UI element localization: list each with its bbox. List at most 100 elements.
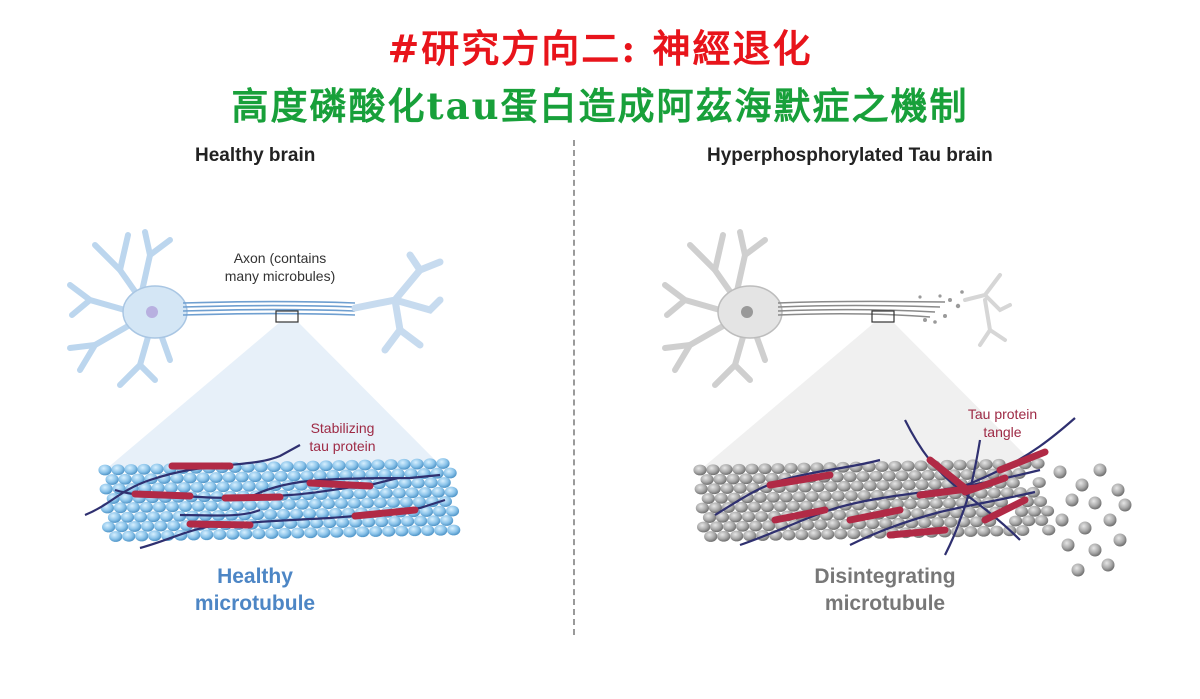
tubulin-bead <box>111 464 124 475</box>
tubulin-bead <box>1028 506 1041 517</box>
tubulin-bead <box>445 487 458 498</box>
tubulin-bead <box>119 474 132 485</box>
tubulin-bead <box>1041 506 1054 517</box>
tubulin-bead <box>393 488 406 499</box>
healthy-neuron <box>70 232 187 385</box>
tubulin-bead <box>153 502 166 513</box>
tubulin-bead <box>431 468 444 479</box>
tubulin-bead <box>888 461 901 472</box>
tubulin-bead <box>754 492 767 503</box>
tubulin-bead <box>345 460 358 471</box>
tubulin-bead <box>134 512 147 523</box>
disintegrating-label-line1: Disintegrating <box>790 563 980 590</box>
tubulin-bead <box>832 491 845 502</box>
tubulin-bead <box>953 460 966 471</box>
tubulin-bead <box>844 471 857 482</box>
tubulin-bead <box>419 487 432 498</box>
tubulin-bead <box>795 529 808 540</box>
healthy-label-line2: microtubule <box>180 590 330 617</box>
tangle-label-line1: Tau protein <box>945 405 1060 423</box>
healthy-label-line1: Healthy <box>180 563 330 590</box>
tubulin-bead <box>178 482 191 493</box>
loose-tubulin <box>1054 466 1067 479</box>
tubulin-bead <box>330 527 343 538</box>
tubulin-bead <box>124 464 137 475</box>
tubulin-bead <box>748 502 761 513</box>
tubulin-bead <box>944 517 957 528</box>
tubulin-bead <box>135 531 148 542</box>
tubulin-bead <box>917 498 930 509</box>
disintegrating-microtubule-label: Disintegrating microtubule <box>790 563 980 617</box>
tubulin-bead <box>864 480 877 491</box>
tubulin-bead <box>447 525 460 536</box>
tubulin-bead <box>303 508 316 519</box>
tubulin-bead <box>903 480 916 491</box>
tubulin-bead <box>715 493 728 504</box>
loose-tubulin <box>1089 497 1102 510</box>
tubulin-bead <box>446 506 459 517</box>
tubulin-bead <box>296 499 309 510</box>
tubulin-bead <box>264 509 277 520</box>
tubulin-bead <box>309 499 322 510</box>
tau-label-line1: Stabilizing <box>285 419 400 437</box>
tubulin-bead <box>397 459 410 470</box>
tubulin-bead <box>1034 496 1047 507</box>
tubulin-bead <box>382 526 395 537</box>
tubulin-bead <box>782 530 795 541</box>
loose-tubulin <box>1076 479 1089 492</box>
tubulin-bead <box>710 521 723 532</box>
tubulin-bead <box>114 502 127 513</box>
tubulin-bead <box>98 465 111 476</box>
tubulin-bead <box>356 526 369 537</box>
tubulin-bead <box>410 459 423 470</box>
tubulin-bead <box>896 470 909 481</box>
tubulin-bead <box>833 510 846 521</box>
tubulin-bead <box>244 500 257 511</box>
loose-tubulin <box>1112 484 1125 497</box>
tubulin-bead <box>734 483 747 494</box>
tubulin-bead <box>875 461 888 472</box>
tubulin-bead <box>745 464 758 475</box>
tubulin-bead <box>184 473 197 484</box>
tubulin-bead <box>806 491 819 502</box>
tubulin-bead <box>173 511 186 522</box>
tubulin-bead <box>930 498 943 509</box>
tubulin-bead <box>165 482 178 493</box>
tubulin-bead <box>254 462 267 473</box>
tubulin-bead <box>280 461 293 472</box>
tubulin-bead <box>122 531 135 542</box>
tubulin-bead <box>1033 477 1046 488</box>
tubulin-bead <box>878 499 891 510</box>
loose-tubulin-particles <box>1054 464 1132 577</box>
tubulin-bead <box>970 516 983 527</box>
tubulin-bead <box>857 471 870 482</box>
tubulin-bead <box>218 500 231 511</box>
tubulin-bead <box>943 498 956 509</box>
tubulin-bead <box>432 487 445 498</box>
tubulin-bead <box>288 471 301 482</box>
tubulin-bead <box>438 477 451 488</box>
tubulin-bead <box>304 527 317 538</box>
tubulin-bead <box>258 519 271 530</box>
tubulin-bead <box>336 517 349 528</box>
tubulin-bead <box>434 525 447 536</box>
tubulin-bead <box>990 526 1003 537</box>
tubulin-bead <box>217 481 230 492</box>
tubulin-bead <box>354 488 367 499</box>
tubulin-bead <box>388 516 401 527</box>
tubulin-bead <box>278 528 291 539</box>
tubulin-bead <box>374 497 387 508</box>
tubulin-bead <box>719 464 732 475</box>
tubulin-bead <box>931 517 944 528</box>
tubulin-bead <box>408 525 421 536</box>
tubulin-bead <box>727 474 740 485</box>
tubulin-bead <box>834 529 847 540</box>
tubulin-bead <box>714 474 727 485</box>
loose-tubulin <box>1119 499 1132 512</box>
tubulin-bead <box>697 522 710 533</box>
tubulin-bead <box>210 472 223 483</box>
tubulin-bead <box>964 526 977 537</box>
tubulin-bead <box>306 461 319 472</box>
healthy-axon <box>183 302 355 316</box>
tubulin-bead <box>793 491 806 502</box>
